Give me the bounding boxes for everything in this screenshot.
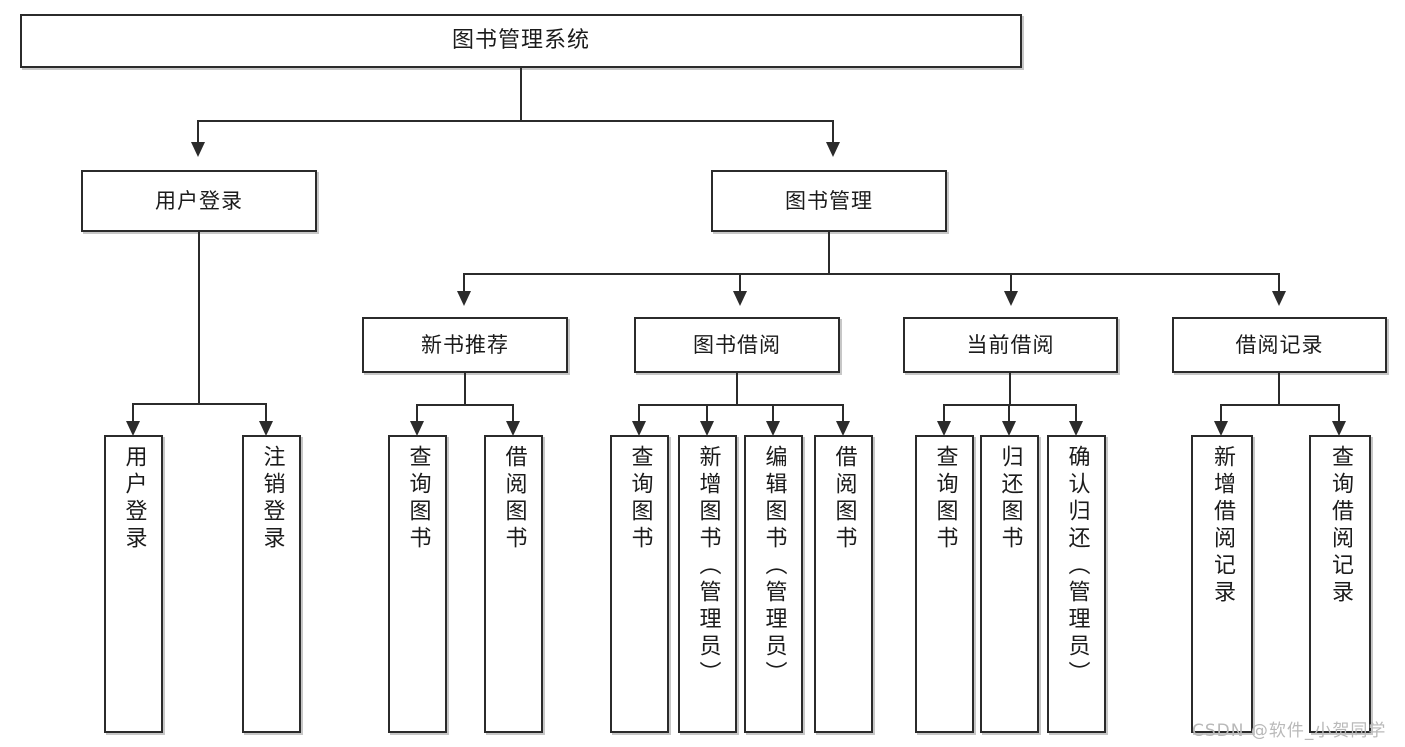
arrow-to-leaf-query-book-1 [410,421,424,436]
connector-root-drop-right [832,120,834,142]
arrow-to-leaf-query-book-2 [632,421,646,436]
node-leaf-confirm-return[interactable]: 确认归还（管理员） [1047,435,1106,733]
arrow-to-new-book-recommend [457,291,471,306]
node-root-system[interactable]: 图书管理系统 [20,14,1022,68]
arrow-to-leaf-return-book [1002,421,1016,436]
arrow-to-leaf-confirm-return [1069,421,1083,436]
connector-book-mgmt-stem [828,232,830,274]
arrow-to-leaf-edit-book [766,421,780,436]
connector-book-mgmt-drop-4 [1278,273,1280,291]
arrow-to-borrow-record [1272,291,1286,306]
node-leaf-logout-login-label: 注销登录 [259,445,285,553]
arrow-to-leaf-add-book [700,421,714,436]
connector-user-login-stem [198,232,200,404]
node-book-management[interactable]: 图书管理 [711,170,947,232]
node-leaf-query-book-3-label: 查询图书 [932,445,958,553]
connector-root-stem [520,68,522,121]
arrow-to-leaf-query-book-3 [937,421,951,436]
node-leaf-query-book-3[interactable]: 查询图书 [915,435,974,733]
arrow-to-book-management [826,142,840,157]
node-current-borrow-label: 当前借阅 [966,332,1055,357]
node-borrow-record[interactable]: 借阅记录 [1172,317,1387,373]
node-leaf-query-book-1[interactable]: 查询图书 [388,435,447,733]
node-leaf-query-book-2[interactable]: 查询图书 [610,435,669,733]
connector-borrow-record-stem [1278,373,1280,405]
node-leaf-edit-book-label: 编辑图书（管理员） [761,445,787,688]
node-user-login[interactable]: 用户登录 [81,170,317,232]
node-root-label: 图书管理系统 [451,28,590,54]
node-leaf-confirm-return-label: 确认归还（管理员） [1064,445,1090,688]
node-leaf-add-borrow-record-label: 新增借阅记录 [1210,445,1235,607]
connector-book-borrow-drop-2 [706,404,708,421]
connector-book-mgmt-drop-3 [1010,273,1012,291]
node-leaf-logout-login[interactable]: 注销登录 [242,435,301,733]
node-leaf-borrow-book-2-label: 借阅图书 [831,445,857,553]
node-leaf-return-book-label: 归还图书 [997,445,1023,553]
arrow-to-leaf-query-borrow-record [1332,421,1346,436]
node-leaf-query-book-1-label: 查询图书 [405,445,431,553]
connector-book-borrow-drop-3 [772,404,774,421]
connector-book-borrow-stem [736,373,738,405]
connector-current-borrow-drop-1 [943,404,945,421]
connector-root-bus [197,120,834,122]
connector-borrow-record-drop-2 [1338,404,1340,421]
node-current-borrow[interactable]: 当前借阅 [903,317,1118,373]
node-leaf-borrow-book-1[interactable]: 借阅图书 [484,435,543,733]
node-user-login-label: 用户登录 [155,188,243,213]
connector-current-borrow-stem [1009,373,1011,405]
node-book-management-label: 图书管理 [785,188,873,213]
connector-current-borrow-drop-2 [1008,404,1010,421]
node-borrow-record-label: 借阅记录 [1235,332,1324,357]
connector-new-book-drop-2 [512,404,514,421]
connector-borrow-record-bus [1220,404,1340,406]
arrow-to-leaf-borrow-book-1 [506,421,520,436]
node-new-book-recommend-label: 新书推荐 [421,332,509,357]
node-leaf-query-book-2-label: 查询图书 [627,445,653,553]
node-leaf-add-book-label: 新增图书（管理员） [695,445,721,688]
connector-borrow-record-drop-1 [1220,404,1222,421]
node-leaf-query-borrow-record[interactable]: 查询借阅记录 [1309,435,1371,733]
node-leaf-edit-book[interactable]: 编辑图书（管理员） [744,435,803,733]
connector-user-login-drop-1 [132,403,134,421]
node-leaf-user-login[interactable]: 用户登录 [104,435,163,733]
arrow-to-leaf-user-login [126,421,140,436]
node-leaf-query-borrow-record-label: 查询借阅记录 [1328,445,1353,607]
arrow-to-book-borrow [733,291,747,306]
connector-new-book-drop-1 [416,404,418,421]
node-leaf-add-book[interactable]: 新增图书（管理员） [678,435,737,733]
connector-current-borrow-bus [943,404,1077,406]
node-book-borrow-label: 图书借阅 [693,332,781,357]
connector-current-borrow-drop-3 [1075,404,1077,421]
node-leaf-borrow-book-1-label: 借阅图书 [501,445,527,553]
connector-book-mgmt-bus [463,273,1280,275]
connector-book-mgmt-drop-1 [463,273,465,291]
node-new-book-recommend[interactable]: 新书推荐 [362,317,568,373]
node-leaf-borrow-book-2[interactable]: 借阅图书 [814,435,873,733]
node-leaf-user-login-label: 用户登录 [121,445,147,553]
arrow-to-leaf-logout-login [259,421,273,436]
node-leaf-add-borrow-record[interactable]: 新增借阅记录 [1191,435,1253,733]
arrow-to-current-borrow [1004,291,1018,306]
arrow-to-leaf-add-borrow-record [1214,421,1228,436]
connector-user-login-bus [132,403,266,405]
connector-new-book-bus [416,404,514,406]
arrow-to-leaf-borrow-book-2 [836,421,850,436]
node-book-borrow[interactable]: 图书借阅 [634,317,840,373]
connector-book-borrow-drop-1 [638,404,640,421]
arrow-to-user-login [191,142,205,157]
node-leaf-return-book[interactable]: 归还图书 [980,435,1039,733]
connector-root-drop-left [197,120,199,142]
connector-new-book-stem [464,373,466,405]
connector-book-borrow-drop-4 [842,404,844,421]
connector-user-login-drop-2 [265,403,267,421]
connector-book-mgmt-drop-2 [739,273,741,291]
connector-book-borrow-bus [638,404,844,406]
